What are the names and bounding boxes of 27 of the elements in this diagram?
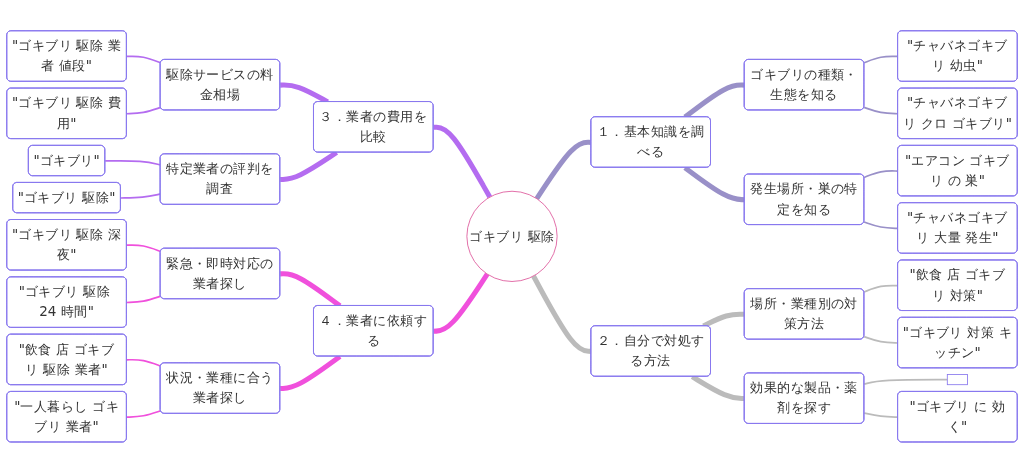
connector <box>690 374 745 401</box>
connector <box>863 106 899 115</box>
connector <box>126 243 162 253</box>
connector <box>280 354 342 391</box>
connector <box>126 106 162 115</box>
connector <box>863 411 899 418</box>
connector <box>863 284 899 293</box>
connector <box>433 272 490 334</box>
connector <box>433 124 492 198</box>
connector <box>863 335 899 344</box>
connector <box>126 55 162 64</box>
connector <box>126 358 162 367</box>
node-circle: ゴキブリ 駆除 <box>466 190 558 282</box>
connector <box>126 409 162 418</box>
connector <box>863 169 899 178</box>
connector <box>531 274 592 354</box>
connector <box>702 311 745 328</box>
connector <box>120 192 162 199</box>
connector <box>126 294 162 303</box>
connector <box>863 378 949 385</box>
connector <box>863 55 899 64</box>
connector <box>534 139 592 200</box>
connector <box>683 165 745 202</box>
connector <box>280 150 339 182</box>
connector <box>863 220 899 229</box>
node-box <box>946 373 968 385</box>
connector <box>104 159 162 166</box>
